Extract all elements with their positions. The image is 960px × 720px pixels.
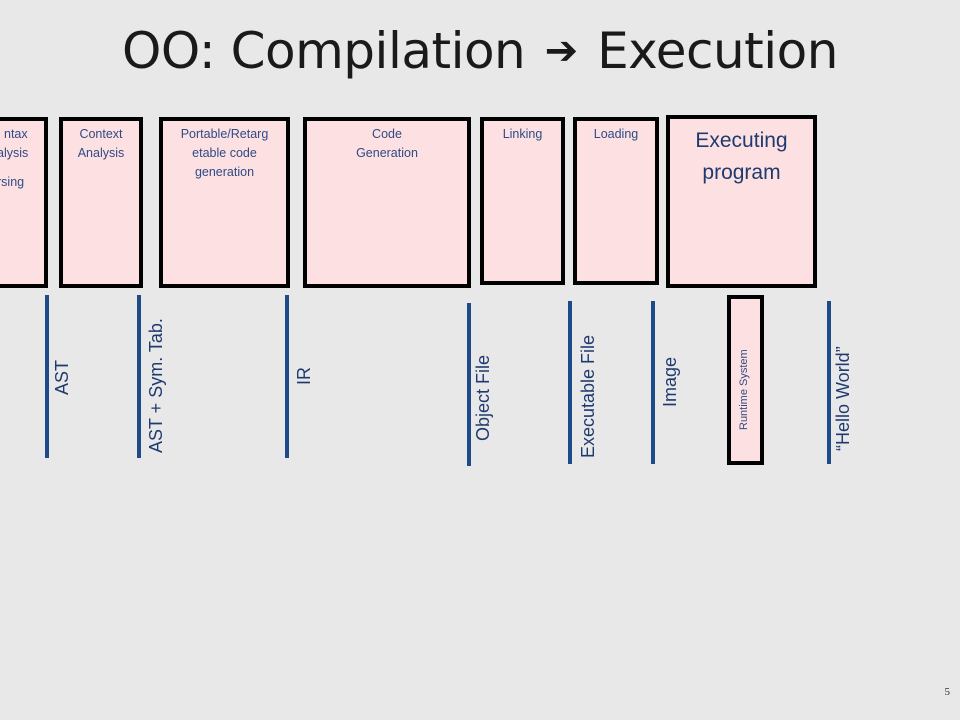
stage-line: ntax <box>4 127 28 141</box>
stage-context-analysis: Context Analysis <box>59 117 143 288</box>
artifact-bar-image <box>651 301 655 464</box>
stage-portable-codegen: Portable/Retarg etable code generation <box>159 117 290 288</box>
stage-executing-program: Executing program <box>666 115 817 288</box>
artifact-bar-ir <box>285 295 289 458</box>
artifact-bar-ast-symtab <box>137 295 141 458</box>
stage-syntax-analysis: ntax alysis rsing <box>0 117 48 288</box>
stage-line: Portable/Retarg <box>180 127 269 141</box>
stage-line: etable code <box>192 146 257 160</box>
runtime-system-label: Runtime System <box>738 349 750 430</box>
stage-line-spacer <box>0 163 44 173</box>
stage-line: rsing <box>0 175 25 189</box>
title-left: OO: Compilation <box>122 22 526 80</box>
stage-line: Loading <box>593 127 639 141</box>
stage-line: program <box>702 161 781 184</box>
artifact-bar-object-file <box>467 303 471 466</box>
right-arrow-icon: ➔ <box>544 28 579 74</box>
stage-loading: Loading <box>573 117 659 285</box>
stage-line: Code <box>372 127 402 141</box>
artifact-label-ast: AST <box>52 359 72 395</box>
artifact-label-ast-symtab: AST + Sym. Tab. <box>146 318 166 453</box>
stage-linking: Linking <box>480 117 565 285</box>
artifact-bar-executable-file <box>568 301 572 464</box>
artifact-label-hello-world: “Hello World” <box>833 346 853 451</box>
stage-line: Executing <box>695 129 788 152</box>
slide-title: OO: Compilation ➔ Execution <box>0 22 960 80</box>
stage-line: Analysis <box>77 146 125 160</box>
stage-line: Context <box>79 127 123 141</box>
stage-line: Generation <box>356 146 418 160</box>
title-right: Execution <box>597 22 838 80</box>
stage-code-generation: Code Generation <box>303 117 471 288</box>
stage-line: Linking <box>502 127 543 141</box>
artifact-label-ir: IR <box>294 367 314 385</box>
artifact-label-executable-file: Executable File <box>578 334 598 458</box>
artifact-bar-ast <box>45 295 49 458</box>
runtime-system-box <box>727 295 764 465</box>
artifact-bar-hello-world <box>827 301 831 464</box>
stage-line: generation <box>194 165 255 179</box>
artifact-label-image: Image <box>660 356 680 407</box>
page-number: 5 <box>944 686 951 698</box>
artifact-label-object-file: Object File <box>473 354 493 441</box>
stage-line: alysis <box>0 146 29 160</box>
